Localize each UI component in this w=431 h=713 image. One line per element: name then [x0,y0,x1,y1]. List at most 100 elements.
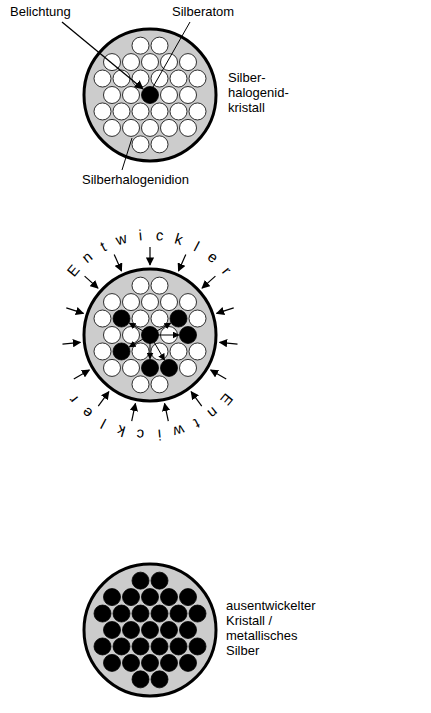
halide-ion [132,136,149,153]
silver-atom [123,654,140,671]
silver-atom [142,359,159,376]
silver-atom [161,359,178,376]
developer-letter: w [170,421,188,440]
crystal-outline [84,29,216,161]
developer-letter: r [63,389,84,410]
growth-arrow [153,340,164,360]
developer-arrow [114,255,121,271]
halide-ion [94,70,111,87]
silver-atom [123,589,140,606]
silver-atom [113,343,130,360]
halide-ion [161,294,178,311]
developer-letter: E [216,389,237,410]
growth-arrow [150,341,151,359]
silver-atom [104,589,121,606]
growth-arrow [129,323,145,332]
halide-ion [189,310,206,327]
part-label: Silberhalogenidion [82,172,222,187]
developer-letter: t [93,236,113,257]
developer-arrow [62,342,80,344]
halide-ion [104,359,121,376]
developer-letter: e [202,247,223,268]
halide-ion [170,70,187,87]
silver-atom [151,572,168,589]
halide-ion [151,103,168,120]
halide-ion [170,103,187,120]
halide-ion [142,54,159,71]
halide-ion [123,54,140,71]
silver-atom [180,589,197,606]
developer-arrow [74,370,90,379]
silver-atom [123,622,140,639]
developer-arrow [217,308,234,314]
silver-atom [104,622,121,639]
result-label: ausentwickelter Kristall / metallisches … [226,598,330,658]
halide-ion [132,37,149,54]
silver-atom [142,622,159,639]
developer-letter: t [187,413,207,434]
silver-atom [180,654,197,671]
developer-letter: k [170,230,188,249]
exposure-label: Belichtung [10,4,100,19]
halide-ion [132,70,149,87]
growth-arrow [155,323,171,332]
silver-atom [180,327,197,344]
halide-ion [189,343,206,360]
silver-atom [189,638,206,655]
developer-arrow [132,403,136,421]
silver-atom [170,605,187,622]
silver-atom [161,589,178,606]
silver-atom [132,605,149,622]
silver-atom [132,671,149,688]
halide-ion [151,310,168,327]
developer-arrow [211,370,227,379]
silver-atom [142,589,159,606]
developer-arrow [165,403,169,421]
halide-ion [151,70,168,87]
halide-ion [189,70,206,87]
halide-ion [151,37,168,54]
crystal-developing [84,269,216,401]
part-label: Silber- halogenid- kristall [228,70,300,115]
halide-ion [123,294,140,311]
developer-letter: i [152,426,167,443]
halide-ion [123,359,140,376]
crystal-outline [84,564,216,696]
developer-letter: E [63,260,84,281]
exposure-arrow [62,22,143,89]
halide-ion [94,310,111,327]
halide-ion [189,103,206,120]
halide-ion [161,119,178,136]
crystal-exposed [84,29,216,161]
silver-atom [113,605,130,622]
silver-atom [113,310,130,327]
silver-atom [151,671,168,688]
leader-line [122,138,132,170]
halide-ion [132,103,149,120]
halide-ion [161,87,178,104]
silver-atom [151,605,168,622]
silver-atom [132,572,149,589]
halide-ion [104,327,121,344]
halide-ion [132,310,149,327]
halide-ion [94,103,111,120]
developer-letter: l [187,236,207,257]
growth-arrow [129,338,145,347]
halide-ion [151,136,168,153]
halide-ion [104,87,121,104]
crystal-developed [84,564,216,696]
developer-letter: i [133,227,148,244]
silver-atom [161,622,178,639]
developer-letter: n [77,247,98,268]
halide-ion [151,376,168,393]
developer-letter: e [77,402,98,423]
halide-ion [104,294,121,311]
developer-arrow [191,392,202,407]
silver-atom [104,654,121,671]
silver-atom [142,87,159,104]
developer-arrow [220,342,238,344]
halide-ion [104,119,121,136]
halide-ion [123,119,140,136]
